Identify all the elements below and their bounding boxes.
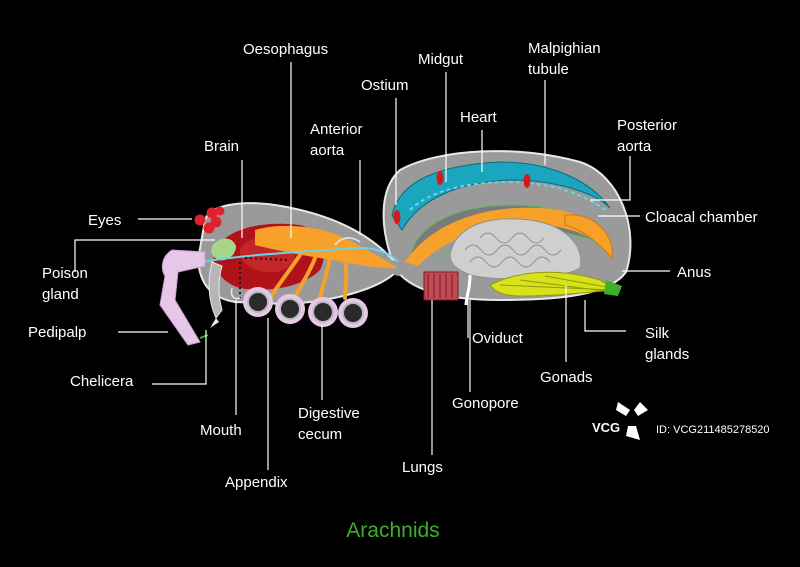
diagram-title: Arachnids — [346, 519, 439, 542]
label-gonads: Gonads — [540, 369, 593, 386]
label-eyes: Eyes — [88, 212, 121, 229]
oviduct — [464, 274, 472, 306]
label-malpighian-tubule-2: tubule — [528, 61, 569, 78]
label-midgut: Midgut — [418, 51, 464, 68]
gonads — [449, 218, 582, 280]
label-silk-glands-2: glands — [645, 346, 689, 363]
watermark: VCG ID: VCG211485278520 — [592, 402, 770, 440]
label-posterior-aorta-2: aorta — [617, 138, 652, 155]
leader-lines — [74, 62, 670, 470]
label-digestive-cecum-1: Digestive — [298, 405, 360, 422]
label-oesophagus: Oesophagus — [243, 41, 328, 58]
label-silk-glands-1: Silk — [645, 325, 670, 342]
chelicera — [208, 261, 223, 319]
vcg-logo-icon — [616, 402, 648, 440]
label-poison-gland-2: gland — [42, 286, 79, 303]
mouth — [230, 287, 241, 300]
label-gonopore: Gonopore — [452, 395, 519, 412]
watermark-id: ID: VCG211485278520 — [656, 424, 770, 436]
mouth-passage — [239, 257, 291, 298]
book-lung — [423, 271, 459, 301]
label-lungs: Lungs — [402, 459, 443, 476]
label-chelicera: Chelicera — [70, 373, 134, 390]
leg-bases — [243, 287, 368, 328]
ostium-2 — [436, 171, 444, 185]
label-mouth: Mouth — [200, 422, 242, 439]
cloacal-chamber — [564, 214, 613, 260]
watermark-logo-text: VCG — [592, 420, 620, 435]
label-anterior-aorta-2: aorta — [310, 142, 345, 159]
label-anterior-aorta-1: Anterior — [310, 121, 363, 138]
label-digestive-cecum-2: cecum — [298, 426, 342, 443]
spinneret — [604, 280, 622, 296]
label-ostium: Ostium — [361, 77, 409, 94]
green-gland — [211, 238, 236, 261]
label-brain: Brain — [204, 138, 239, 155]
label-posterior-aorta-1: Posterior — [617, 117, 677, 134]
fang — [210, 318, 219, 328]
ostium-3 — [523, 174, 531, 188]
aorta-fold — [334, 237, 361, 246]
label-malpighian-tubule-1: Malpighian — [528, 40, 601, 57]
intestine — [405, 207, 612, 266]
eyes — [194, 206, 225, 234]
ostium — [393, 210, 401, 224]
label-cloacal-chamber: Cloacal chamber — [645, 209, 758, 226]
label-oviduct: Oviduct — [472, 330, 524, 347]
pedipalp — [159, 249, 206, 346]
anterior-aorta-vessel — [201, 246, 399, 263]
labels: Oesophagus Midgut Malpighian tubule Osti… — [28, 40, 758, 491]
label-heart: Heart — [460, 109, 498, 126]
label-poison-gland-1: Poison — [42, 265, 88, 282]
label-pedipalp: Pedipalp — [28, 324, 86, 341]
label-anus: Anus — [677, 264, 711, 281]
label-appendix: Appendix — [225, 474, 288, 491]
pedicel — [388, 260, 404, 276]
